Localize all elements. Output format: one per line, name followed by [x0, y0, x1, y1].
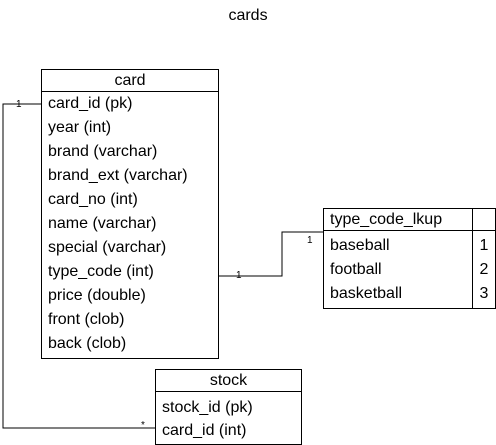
card-field-card-no: card_no (int) [48, 191, 138, 208]
card-stock-card-multiplicity: 1 [16, 99, 22, 110]
card-lkup-connector [218, 231, 323, 277]
stock-field-card-id: card_id (int) [162, 422, 247, 439]
type-code-lkup-title: type_code_lkup [324, 209, 496, 231]
type-code-lkup-code-2: 2 [479, 261, 489, 278]
stock-entity-title: stock [156, 370, 301, 392]
card-field-brand-ext: brand_ext (varchar) [48, 167, 188, 184]
card-field-year: year (int) [48, 119, 112, 136]
stock-entity: stock stock_id (pk) card_id (int) [155, 369, 302, 445]
card-field-card-id: card_id (pk) [48, 95, 133, 112]
type-code-lkup-code-1: 1 [479, 237, 489, 254]
type-code-lkup-entity: type_code_lkup baseball football basketb… [323, 208, 496, 309]
stock-field-stock-id: stock_id (pk) [162, 399, 253, 416]
card-field-brand: brand (varchar) [48, 143, 158, 160]
card-entity-title: card [42, 70, 218, 92]
card-field-price: price (double) [48, 287, 146, 304]
diagram-title: cards [228, 7, 268, 24]
card-field-front: front (clob) [48, 311, 125, 328]
card-stock-stock-multiplicity: * [141, 420, 145, 431]
card-field-back: back (clob) [48, 335, 127, 352]
card-lkup-card-multiplicity: 1 [236, 270, 242, 281]
type-code-lkup-column-divider [472, 209, 473, 308]
type-code-lkup-label-baseball: baseball [330, 237, 390, 254]
type-code-lkup-code-3: 3 [479, 285, 489, 302]
type-code-lkup-label-basketball: basketball [330, 285, 403, 302]
card-field-name: name (varchar) [48, 215, 157, 232]
card-field-type-code: type_code (int) [48, 263, 154, 280]
card-lkup-lkup-multiplicity: 1 [307, 235, 313, 246]
type-code-lkup-label-football: football [330, 261, 382, 278]
card-stock-connector [2, 103, 155, 429]
card-field-special: special (varchar) [48, 239, 167, 256]
card-entity: card card_id (pk) year (int) brand (varc… [41, 69, 219, 359]
